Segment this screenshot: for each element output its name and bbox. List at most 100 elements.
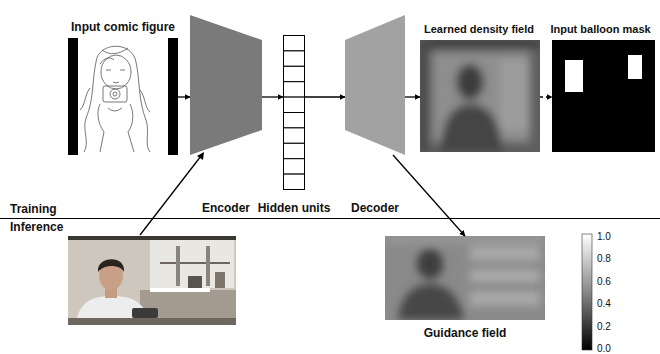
node-heading: Input balloon mask	[550, 22, 650, 36]
density-field-image-part-part	[440, 104, 503, 152]
balloon-mask-node: Input balloon mask	[552, 40, 655, 152]
comic-figure-part-part	[101, 55, 131, 89]
comic-figure-part-part	[106, 70, 125, 71]
balloon-mask-image-part	[565, 60, 583, 92]
node-heading: Hidden units	[258, 201, 331, 215]
video-frame-photo-part	[160, 262, 230, 264]
guidance-field-image-part-part	[385, 236, 545, 242]
comic-figure-part-part	[96, 46, 150, 152]
comic-figure-part-part	[80, 88, 150, 112]
video-frame-photo-part	[68, 236, 236, 325]
comic-figure	[68, 38, 178, 155]
hidden-unit-cell	[284, 113, 305, 128]
node-heading: Input comic figure	[71, 20, 175, 34]
comic-figure-part-part	[103, 86, 127, 102]
node-heading: Decoder	[351, 201, 399, 215]
video-frame-photo-part	[206, 246, 210, 286]
comic-figure-part-part	[84, 62, 96, 152]
guidance-field-image-part-part	[398, 284, 464, 320]
hidden-unit-cell	[284, 51, 305, 66]
video-frame-photo-part	[176, 246, 180, 286]
density-field-image	[420, 40, 540, 152]
comic-figure-part-part	[110, 89, 120, 99]
flow-arrow	[305, 96, 345, 97]
colorbar-tick: 0.4	[597, 297, 611, 310]
encoder-block: Encoder	[190, 15, 262, 155]
dashed-arrow	[540, 96, 552, 97]
density-field-image-part-part	[500, 60, 530, 130]
colorbar-tick: 0.6	[597, 275, 611, 288]
inference-input-arrow	[140, 156, 201, 235]
colorbar-tick: 1.0	[597, 230, 611, 243]
hidden-units-column: Hidden units	[283, 35, 305, 190]
flow-arrow	[405, 96, 420, 97]
guidance-field-image-part-part	[417, 249, 443, 279]
comic-figure-part-part	[98, 104, 133, 132]
hidden-unit-cell	[284, 174, 305, 189]
flow-arrow	[393, 155, 465, 236]
comic-figure-part-part	[108, 108, 122, 111]
decoder-trapezoid	[345, 15, 405, 155]
node-heading: Learned density field	[424, 22, 534, 36]
video-frame-photo	[68, 236, 236, 325]
decoder-block: Decoder	[345, 15, 405, 155]
comic-figure-part-part	[100, 132, 134, 152]
guidance-field-image-part	[385, 236, 545, 320]
hidden-units-shape	[283, 35, 305, 190]
encoder-shape	[190, 15, 262, 155]
color-bar	[582, 234, 592, 350]
hidden-unit-cell	[284, 159, 305, 174]
comic-figure-part-part	[113, 92, 117, 96]
divider-line	[0, 218, 660, 219]
guidance-field-image	[385, 236, 545, 320]
comic-figure-part	[68, 38, 178, 155]
hidden-unit-cell	[284, 128, 305, 143]
hidden-unit-cell	[284, 66, 305, 81]
guidance-field-image-part	[385, 236, 545, 320]
density-field-image-part-part	[456, 64, 484, 100]
density-field-image-part	[420, 40, 540, 152]
colorbar-tick: 0.8	[597, 252, 611, 265]
phase-label: Training	[10, 203, 57, 216]
hidden-unit-cell	[284, 97, 305, 112]
comic-figure-part-part	[102, 48, 128, 54]
node-heading: Encoder	[202, 201, 250, 215]
video-frame-photo-part	[98, 259, 124, 272]
video-frame-photo-part	[68, 318, 236, 325]
video-frame-photo-part	[215, 272, 225, 288]
node-heading: Guidance field	[424, 326, 507, 340]
balloon-mask-image-part	[628, 55, 642, 79]
hidden-unit-cell	[284, 143, 305, 158]
phase-label: Inference	[10, 221, 63, 234]
guidance-field-image-part-part	[470, 284, 540, 290]
comic-figure-node: Input comic figure	[68, 38, 178, 155]
decoder-shape	[345, 15, 405, 155]
hidden-unit-cell	[284, 36, 305, 51]
density-field-image-part	[420, 40, 540, 152]
flow-arrow	[178, 96, 190, 97]
colorbar-tick: 0.0	[597, 342, 611, 354]
colorbar-tick: 0.2	[597, 320, 611, 333]
guidance-field-node: Guidance field	[385, 236, 545, 320]
density-field-node: Learned density field	[420, 40, 540, 152]
arrow-head	[197, 152, 204, 160]
flow-arrow	[262, 96, 283, 97]
density-field-image-part-part	[420, 40, 540, 48]
hidden-unit-cell	[284, 82, 305, 97]
comic-figure-part	[80, 46, 150, 152]
video-frame-photo-part	[150, 288, 210, 292]
balloon-mask-image	[552, 40, 655, 152]
balloon-mask-image-part	[552, 40, 655, 152]
guidance-field-image-part-part	[470, 246, 540, 306]
encoder-trapezoid	[190, 15, 262, 155]
video-frame-photo-part	[188, 276, 202, 288]
comic-figure-part	[68, 38, 78, 155]
comic-figure-part-part	[113, 82, 119, 83]
video-frame-photo-part	[68, 236, 236, 240]
guidance-field-image-part-part	[470, 262, 540, 268]
comic-figure-part	[168, 38, 178, 155]
